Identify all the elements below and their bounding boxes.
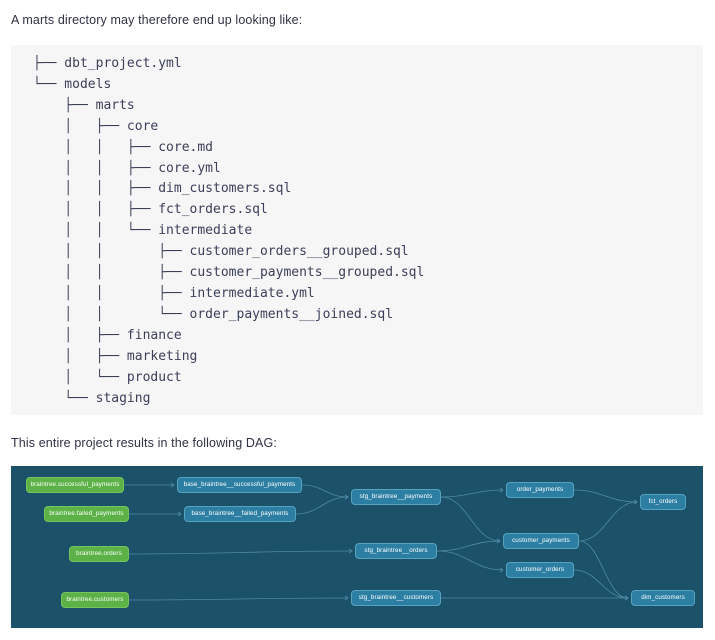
- dag-diagram: braintree.successful_payments braintree.f…: [11, 466, 703, 628]
- dag-edge-arrowhead: [633, 499, 638, 505]
- dag-edge-arrowhead: [344, 595, 349, 601]
- dag-edge-stg_braintree_payments-to-customer_payments: [440, 496, 501, 542]
- dag-edge-braintree_customers-to-stg_braintree_customers: [128, 597, 349, 601]
- dag-edge-arrowhead: [496, 538, 501, 544]
- dag-node-braintree_orders[interactable]: braintree.orders: [69, 546, 129, 562]
- dag-edge-arrowhead: [348, 548, 353, 554]
- dag-edge-arrowhead: [499, 567, 504, 573]
- dag-caption: This entire project results in the follo…: [11, 436, 277, 450]
- directory-tree-text: ├── dbt_project.yml └── models ├── marts…: [33, 56, 425, 406]
- dag-edge-stg_braintree_payments-to-order_payments: [440, 489, 504, 498]
- dag-node-braintree_customers[interactable]: braintree.customers: [61, 592, 129, 608]
- dag-node-customer_orders[interactable]: customer_orders: [506, 562, 574, 578]
- dag-edge-arrowhead: [344, 494, 349, 500]
- dag-edges: [123, 482, 638, 601]
- dag-edge-arrowhead: [499, 487, 504, 493]
- dag-node-braintree_failed_payments[interactable]: braintree.failed_payments: [44, 506, 129, 522]
- dag-edge-customer_orders-to-dim_customers: [573, 569, 629, 599]
- dag-node-stg_braintree_customers[interactable]: stg_braintree__customers: [351, 590, 441, 606]
- dag-edge-arrowhead: [624, 595, 629, 601]
- dag-node-dim_customers[interactable]: dim_customers: [631, 590, 695, 606]
- dag-node-order_payments[interactable]: order_payments: [506, 482, 574, 498]
- dag-edge-customer_payments-to-dim_customers: [578, 540, 629, 599]
- dag-edge-order_payments-to-fct_orders: [573, 489, 638, 503]
- dag-edge-braintree_orders-to-stg_braintree_orders: [128, 550, 353, 555]
- dag-edge-base_braintree_successful_payments-to-stg_braintree_payments: [301, 484, 349, 498]
- dag-edge-stg_braintree_orders-to-customer_payments: [436, 540, 501, 552]
- dag-edge-base_braintree_failed_payments-to-stg_braintree_payments: [295, 496, 349, 515]
- dag-edge-arrowhead: [177, 511, 182, 517]
- dag-node-base_braintree_failed_payments[interactable]: base_braintree__failed_payments: [184, 506, 296, 522]
- dag-edge-customer_payments-to-fct_orders: [578, 501, 638, 542]
- dag-edge-stg_braintree_orders-to-customer_orders: [436, 550, 504, 571]
- dag-node-stg_braintree_payments[interactable]: stg_braintree__payments: [351, 489, 441, 505]
- intro-paragraph: A marts directory may therefore end up l…: [11, 13, 303, 27]
- directory-tree-code-block: ├── dbt_project.yml └── models ├── marts…: [11, 45, 703, 415]
- dag-node-stg_braintree_orders[interactable]: stg_braintree__orders: [355, 543, 437, 559]
- dag-node-braintree_successful_payments[interactable]: braintree.successful_payments: [26, 477, 124, 493]
- dag-node-fct_orders[interactable]: fct_orders: [640, 494, 686, 510]
- dag-node-customer_payments[interactable]: customer_payments: [503, 533, 579, 549]
- dag-node-base_braintree_successful_payments[interactable]: base_braintree__successful_payments: [177, 477, 302, 493]
- dag-edge-arrowhead: [170, 482, 175, 488]
